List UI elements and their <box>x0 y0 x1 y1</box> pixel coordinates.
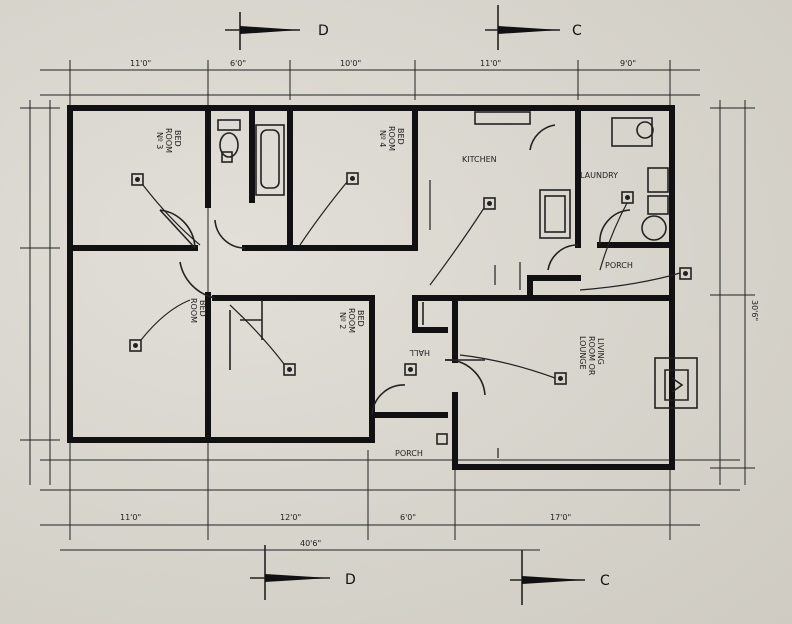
section-label-top-left: D <box>318 23 329 39</box>
exterior-walls <box>67 105 675 470</box>
room-label-bed-4: BED ROOM Nº 4 <box>378 126 405 151</box>
section-mark-bottom-left: D <box>250 545 356 600</box>
dim-right-overall: 30'6" <box>750 300 759 321</box>
svg-text:BED: BED <box>198 300 207 317</box>
dim-top-1: 11'0" <box>130 59 151 68</box>
section-mark-top-left: D <box>225 12 329 50</box>
svg-text:ROOM: ROOM <box>347 308 356 333</box>
svg-text:Nº 4: Nº 4 <box>378 130 387 147</box>
svg-text:ROOM: ROOM <box>189 298 198 323</box>
bathtub <box>255 124 285 196</box>
room-label-living: LIVING ROOM OR LOUNGE <box>578 336 605 376</box>
laundry-appliances <box>641 167 669 241</box>
svg-text:LOUNGE: LOUNGE <box>578 336 587 370</box>
svg-text:ROOM OR: ROOM OR <box>587 336 596 376</box>
room-label-bed-3: BED ROOM Nº 3 <box>155 128 182 153</box>
dim-top-2: 6'0" <box>230 59 246 68</box>
dim-bottom-2: 12'0" <box>280 513 301 522</box>
section-label-bottom-left: D <box>345 572 356 588</box>
section-mark-top-right: C <box>485 5 582 50</box>
door-swings <box>159 124 631 416</box>
room-label-bed-2: BED ROOM Nº 2 <box>338 308 365 333</box>
section-mark-bottom-right: C <box>510 550 610 605</box>
dim-bottom-1: 11'0" <box>120 513 141 522</box>
dim-top-3: 10'0" <box>340 59 361 68</box>
dim-top-4: 11'0" <box>480 59 501 68</box>
dim-overall-width: 40'6" <box>300 539 321 548</box>
basin <box>611 117 654 147</box>
interior-walls <box>67 105 675 443</box>
closet-lines <box>229 300 424 370</box>
dim-top-5: 9'0" <box>620 59 636 68</box>
room-label-kitchen: KITCHEN <box>462 155 497 164</box>
fireplace <box>654 357 698 409</box>
svg-text:BED: BED <box>396 128 405 145</box>
svg-text:ROOM: ROOM <box>387 126 396 151</box>
svg-text:BED: BED <box>356 310 365 327</box>
dim-bottom-4: 17'0" <box>550 513 571 522</box>
room-label-porch-rear: PORCH <box>605 261 633 270</box>
section-label-bottom-right: C <box>600 573 610 589</box>
dim-bottom-3: 6'0" <box>400 513 416 522</box>
kitchen-counter <box>474 111 571 239</box>
svg-text:Nº 3: Nº 3 <box>155 132 164 149</box>
electrical-layout <box>129 151 692 458</box>
room-label-bed-1: BED ROOM <box>189 298 207 323</box>
svg-text:LIVING: LIVING <box>596 338 605 365</box>
dimension-labels: 11'0" 6'0" 10'0" 11'0" 9'0" 11'0" 12'0" … <box>120 59 759 548</box>
svg-text:ROOM: ROOM <box>164 128 173 153</box>
svg-text:BED: BED <box>173 130 182 147</box>
svg-text:Nº 2: Nº 2 <box>338 312 347 329</box>
room-label-laundry: LAUNDRY <box>580 171 618 180</box>
toilet <box>217 119 241 158</box>
section-label-top-right: C <box>572 23 582 39</box>
room-label-porch-front: PORCH <box>395 449 423 458</box>
room-label-hall: HALL <box>409 348 430 357</box>
